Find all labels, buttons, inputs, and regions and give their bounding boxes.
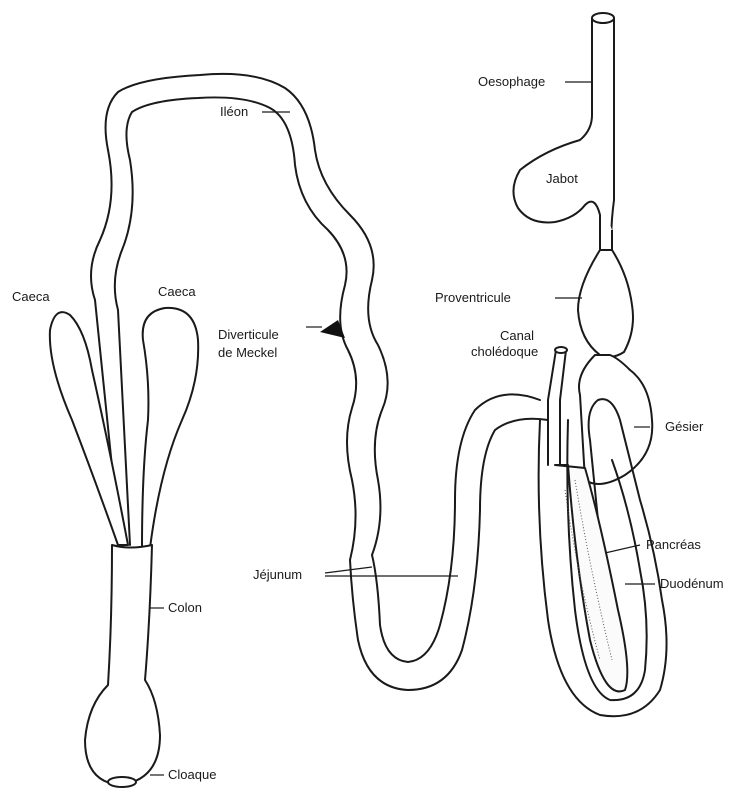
caecum-left — [50, 312, 128, 545]
label-diverticule-line1: Diverticule — [218, 327, 279, 342]
label-canal-line2: cholédoque — [471, 344, 538, 359]
ileum — [91, 74, 388, 560]
oesophagus — [580, 13, 614, 250]
label-gesier: Gésier — [665, 419, 704, 434]
label-cloaque: Cloaque — [168, 767, 216, 782]
label-caeca-left: Caeca — [12, 289, 50, 304]
cloaca — [108, 777, 136, 787]
bile-duct-canal — [548, 347, 567, 465]
label-proventricule: Proventricule — [435, 290, 511, 305]
gizzard-gesier — [579, 355, 652, 484]
label-ileon: Iléon — [220, 104, 248, 119]
label-colon: Colon — [168, 600, 202, 615]
label-oesophage: Oesophage — [478, 74, 545, 89]
label-diverticule-line2: de Meckel — [218, 345, 277, 360]
label-canal-line1: Canal — [500, 328, 534, 343]
caecum-right — [142, 308, 198, 548]
colon — [85, 545, 160, 785]
jejunum — [350, 394, 548, 690]
proventriculus — [578, 250, 633, 357]
label-duodenum: Duodénum — [660, 576, 724, 591]
label-jabot: Jabot — [546, 171, 578, 186]
pancreas — [555, 465, 627, 691]
label-caeca-right: Caeca — [158, 284, 196, 299]
label-pancreas: Pancréas — [646, 537, 701, 552]
label-jejunum: Jéjunum — [253, 567, 302, 582]
